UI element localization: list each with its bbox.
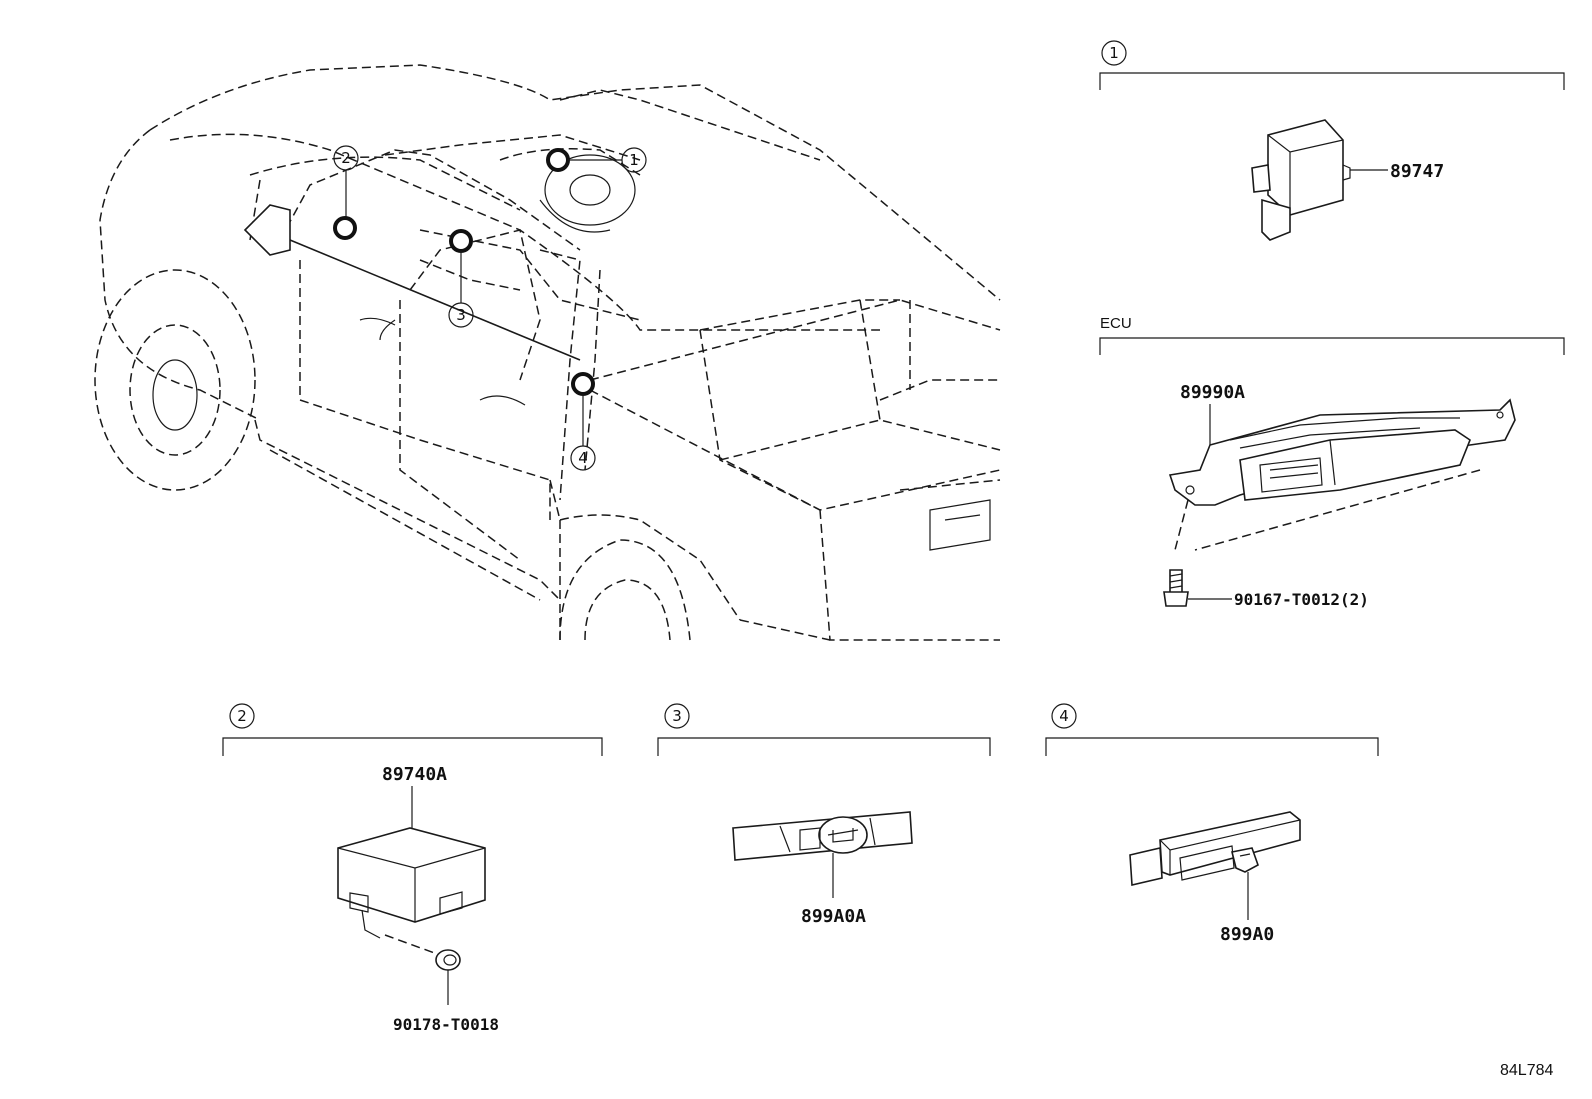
section-1-index: 1 bbox=[1109, 44, 1119, 62]
section-4-index: 4 bbox=[1059, 707, 1069, 725]
ecu-bracket bbox=[1099, 337, 1565, 355]
section-ecu: ECU 89990A 90167-T0012(2) bbox=[1099, 315, 1565, 609]
location-markers: 1 2 3 4 bbox=[333, 145, 647, 471]
section-2-bracket bbox=[222, 737, 603, 756]
section-1-index-circle bbox=[1101, 40, 1127, 66]
callout-4-label: 4 bbox=[578, 449, 588, 467]
side-mirror-icon bbox=[243, 204, 291, 256]
section-2-index: 2 bbox=[237, 707, 247, 725]
part-89990A: 89990A bbox=[1180, 382, 1245, 403]
section-3-bracket bbox=[657, 737, 991, 756]
part-90178-T0018: 90178-T0018 bbox=[393, 1015, 499, 1034]
sensor-89747-icon bbox=[1251, 119, 1351, 241]
section-4: 4 899A0 bbox=[1045, 703, 1379, 945]
section-1: 1 89747 bbox=[1099, 40, 1565, 241]
part-89747: 89747 bbox=[1390, 161, 1444, 182]
section-2: 2 89740A 90178-T0018 bbox=[222, 703, 603, 1034]
bolt-icon bbox=[1163, 569, 1189, 607]
callout-1-label: 1 bbox=[629, 151, 639, 169]
steering-wheel-icon bbox=[544, 154, 636, 226]
marker-4 bbox=[571, 372, 595, 396]
ecu-label: ECU bbox=[1100, 315, 1132, 332]
callout-4 bbox=[570, 445, 596, 471]
marker-2 bbox=[333, 216, 357, 240]
marker-1 bbox=[546, 148, 570, 172]
part-899A0A: 899A0A bbox=[801, 906, 866, 927]
section-1-bracket bbox=[1099, 72, 1565, 90]
section-3-index: 3 bbox=[672, 707, 682, 725]
antenna-899A0-icon bbox=[1129, 811, 1301, 886]
part-899A0: 899A0 bbox=[1220, 924, 1274, 945]
clip-icon bbox=[435, 949, 461, 971]
section-3-index-circle bbox=[664, 703, 690, 729]
section-2-index-circle bbox=[229, 703, 255, 729]
reference-code: 84L784 bbox=[1500, 1062, 1553, 1079]
callout-3 bbox=[448, 302, 474, 328]
ecu-module-icon bbox=[1168, 398, 1516, 506]
callout-3-label: 3 bbox=[456, 306, 466, 324]
module-89740A-icon bbox=[337, 827, 486, 939]
callout-2-label: 2 bbox=[341, 149, 351, 167]
vehicle-illustration bbox=[94, 64, 1001, 641]
part-89740A: 89740A bbox=[382, 764, 447, 785]
section-4-index-circle bbox=[1051, 703, 1077, 729]
section-3: 3 899A0A bbox=[657, 703, 991, 927]
part-90167-T0012: 90167-T0012(2) bbox=[1234, 590, 1369, 609]
antenna-899A0A-icon bbox=[732, 811, 913, 861]
callout-1 bbox=[621, 147, 647, 173]
marker-3 bbox=[449, 229, 473, 253]
section-4-bracket bbox=[1045, 737, 1379, 756]
